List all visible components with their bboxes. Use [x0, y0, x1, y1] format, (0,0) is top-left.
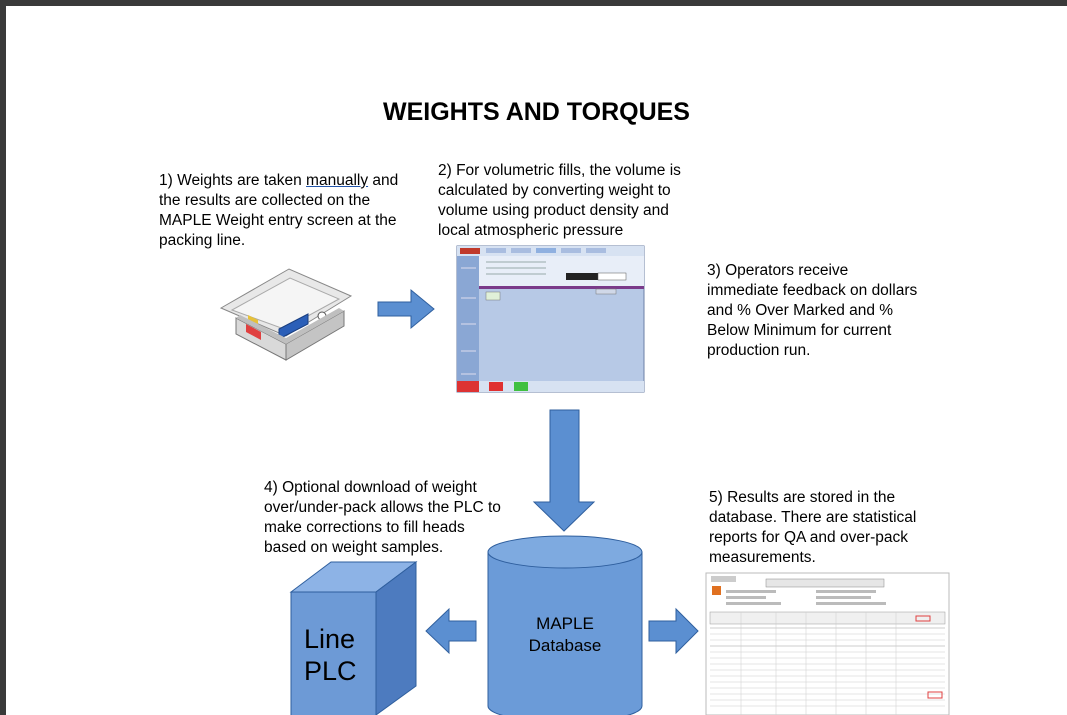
slide: WEIGHTS AND TORQUES 1) Weights are taken… — [6, 6, 1067, 715]
step-1-text: 1) Weights are taken manually and the re… — [159, 171, 404, 251]
database-label-line2: Database — [528, 636, 602, 655]
database-label-line1: MAPLE — [536, 614, 594, 633]
diagram-graphics — [219, 245, 950, 715]
step-5-text: 5) Results are stored in the database. T… — [709, 489, 917, 566]
arrow-right-1 — [377, 288, 435, 330]
plc-label-line2: PLC — [304, 656, 357, 686]
arrow-down — [532, 409, 596, 532]
line-plc-cube — [289, 561, 418, 715]
plc-label: Line PLC — [304, 623, 357, 687]
plc-label-line1: Line — [304, 624, 356, 654]
weight-entry-screen-thumbnail — [456, 245, 645, 393]
arrow-left — [425, 607, 477, 655]
step-1-text-post: and the results are collected on the MAP… — [159, 172, 399, 249]
step-1-emphasis: manually — [306, 172, 369, 189]
step-3-text: 3) Operators receive immediate feedback … — [707, 262, 918, 359]
weighing-scale-icon — [219, 268, 353, 361]
arrow-right-2 — [648, 607, 699, 655]
statistical-report-thumbnail — [705, 572, 950, 715]
database-cylinder — [487, 535, 643, 715]
step-4-text: 4) Optional download of weight over/unde… — [264, 479, 501, 556]
step-2-text: 2) For volumetric fills, the volume is c… — [438, 162, 681, 239]
page-title: WEIGHTS AND TORQUES — [383, 98, 690, 126]
step-1-text-pre: 1) Weights are taken — [159, 172, 307, 189]
database-label: MAPLE Database — [488, 613, 642, 657]
